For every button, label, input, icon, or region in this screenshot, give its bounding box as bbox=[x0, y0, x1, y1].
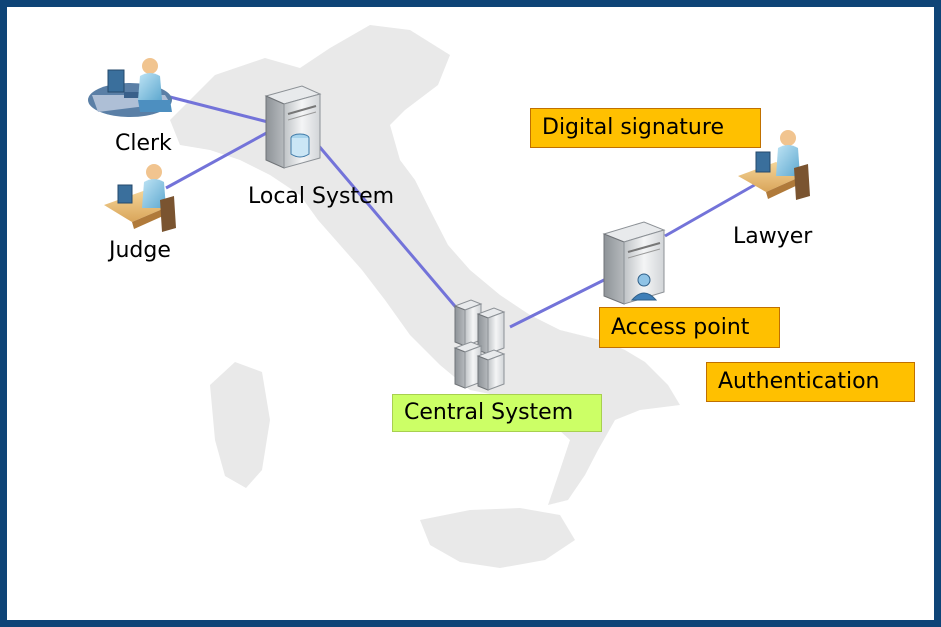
link-local-central bbox=[316, 144, 467, 319]
judge-workstation-icon bbox=[104, 164, 176, 232]
digital-signature-badge: Digital signature bbox=[530, 108, 761, 148]
judge-label: Judge bbox=[109, 238, 171, 263]
link-clerk-local bbox=[169, 95, 273, 125]
italy-map-background bbox=[170, 25, 680, 568]
access-point-server-icon bbox=[602, 221, 666, 305]
access-point-badge: Access point bbox=[599, 307, 780, 348]
network-links bbox=[165, 95, 759, 329]
clerk-workstation-icon bbox=[88, 58, 172, 117]
link-access-lawyer bbox=[664, 181, 759, 238]
link-central-access bbox=[509, 276, 609, 329]
authentication-badge: Authentication bbox=[706, 362, 915, 402]
central-server-cluster-icon bbox=[453, 299, 506, 391]
local-server-icon bbox=[264, 85, 322, 169]
central-system-badge: Central System bbox=[392, 394, 602, 432]
lawyer-label: Lawyer bbox=[733, 224, 813, 249]
clerk-label: Clerk bbox=[115, 131, 172, 156]
lawyer-workstation-icon bbox=[738, 130, 810, 200]
link-judge-local bbox=[165, 128, 273, 190]
local-system-label: Local System bbox=[248, 184, 395, 209]
